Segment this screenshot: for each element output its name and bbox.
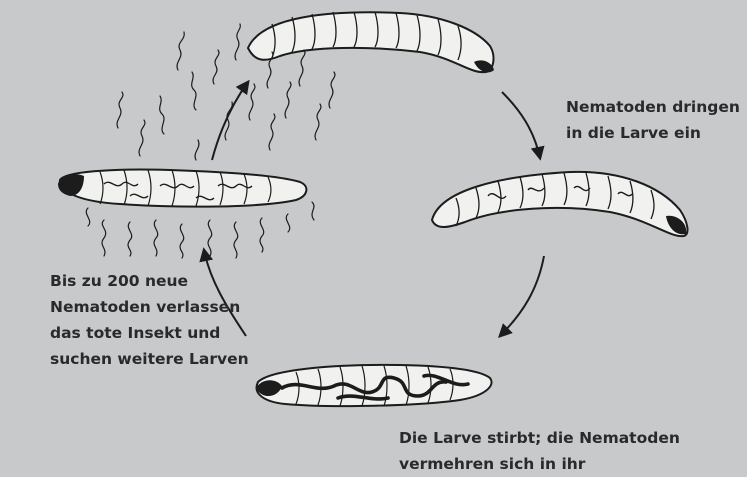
caption-line: Die Larve stirbt; die Nematoden xyxy=(399,425,680,451)
dead-insect xyxy=(58,169,306,206)
caption-nematodes-enter: Nematoden dringen in die Larve ein xyxy=(566,94,740,146)
caption-line: suchen weitere Larven xyxy=(50,346,249,372)
arrow-right-to-bottom xyxy=(500,256,544,336)
caption-line: in die Larve ein xyxy=(566,120,740,146)
caption-line: vermehren sich in ihr xyxy=(399,451,680,477)
escaping-nematodes xyxy=(86,24,335,258)
caption-larva-dies: Die Larve stirbt; die Nematoden vermehre… xyxy=(399,425,680,477)
caption-line: Bis zu 200 neue xyxy=(50,268,249,294)
caption-nematodes-leave: Bis zu 200 neue Nematoden verlassen das … xyxy=(50,268,249,372)
infected-larva xyxy=(432,172,687,236)
caption-line: das tote Insekt und xyxy=(50,320,249,346)
arrow-left-to-top xyxy=(212,82,248,160)
caption-line: Nematoden dringen xyxy=(566,94,740,120)
caption-line: Nematoden verlassen xyxy=(50,294,249,320)
dying-larva xyxy=(256,365,492,406)
arrow-top-to-right xyxy=(502,92,540,158)
healthy-larva xyxy=(248,12,494,72)
